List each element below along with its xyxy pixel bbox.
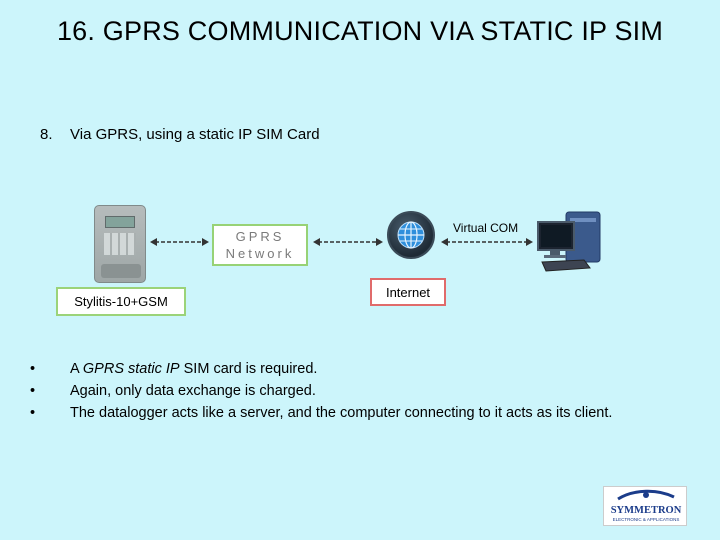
gprs-network-label-line2: Network	[225, 246, 295, 261]
bullet-item: • The datalogger acts like a server, and…	[30, 405, 613, 421]
bullet-item: • Again, only data exchange is charged.	[30, 383, 316, 399]
symmetron-logo: SYMMETRON ELECTRONIC & APPLICATIONS	[603, 486, 687, 526]
subtitle: 8. Via GPRS, using a static IP SIM Card	[40, 126, 320, 143]
globe-icon	[387, 211, 435, 259]
bullet-list: • A GPRS static IP SIM card is required.…	[30, 358, 612, 424]
datalogger-device-icon	[94, 205, 146, 283]
gprs-network-label: GPRS Network	[212, 224, 308, 266]
computer-icon	[537, 211, 601, 272]
subtitle-text: Via GPRS, using a static IP SIM Card	[70, 126, 320, 143]
bullet-item: • A GPRS static IP SIM card is required.	[30, 361, 318, 377]
device-label: Stylitis-10+GSM	[56, 287, 186, 316]
logo-name: SYMMETRON	[610, 505, 682, 516]
subtitle-number: 8.	[40, 126, 53, 143]
internet-label: Internet	[370, 278, 446, 306]
virtual-com-label: Virtual COM	[453, 221, 519, 235]
gprs-network-label-line1: GPRS	[235, 229, 285, 244]
logo-tagline: ELECTRONIC & APPLICATIONS	[612, 517, 680, 522]
slide-title: 16. GPRS COMMUNICATION VIA STATIC IP SIM	[56, 16, 664, 46]
